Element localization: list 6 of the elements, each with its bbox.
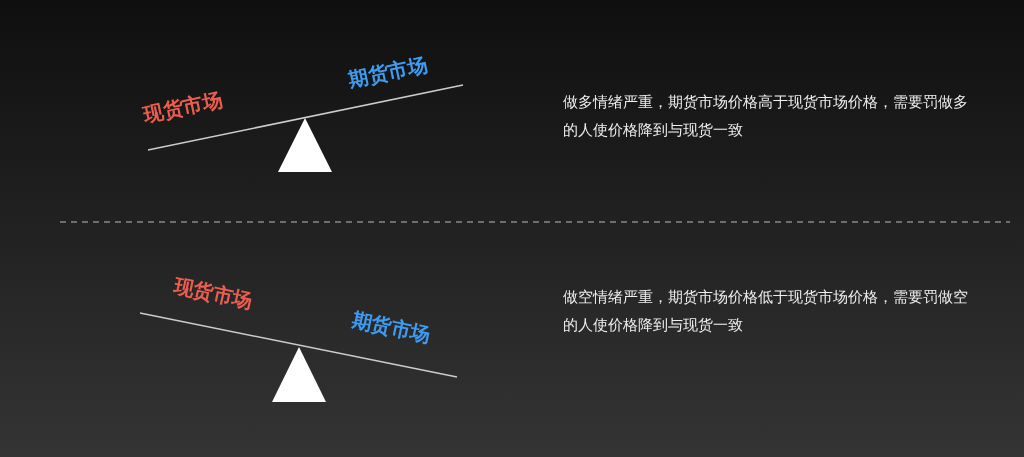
market-label: 现货市场 [141, 85, 225, 129]
description-text: 做空情绪严重，期货市场价格低于现货市场价格，需要罚做空的人使价格降到与现货一致 [563, 287, 969, 336]
market-label: 期货市场 [346, 50, 430, 94]
market-label: 期货市场 [349, 305, 433, 349]
market-label: 现货市场 [171, 271, 255, 315]
description-text: 做多情绪严重，期货市场价格高于现货市场价格，需要罚做多的人使价格降到与现货一致 [563, 92, 969, 141]
